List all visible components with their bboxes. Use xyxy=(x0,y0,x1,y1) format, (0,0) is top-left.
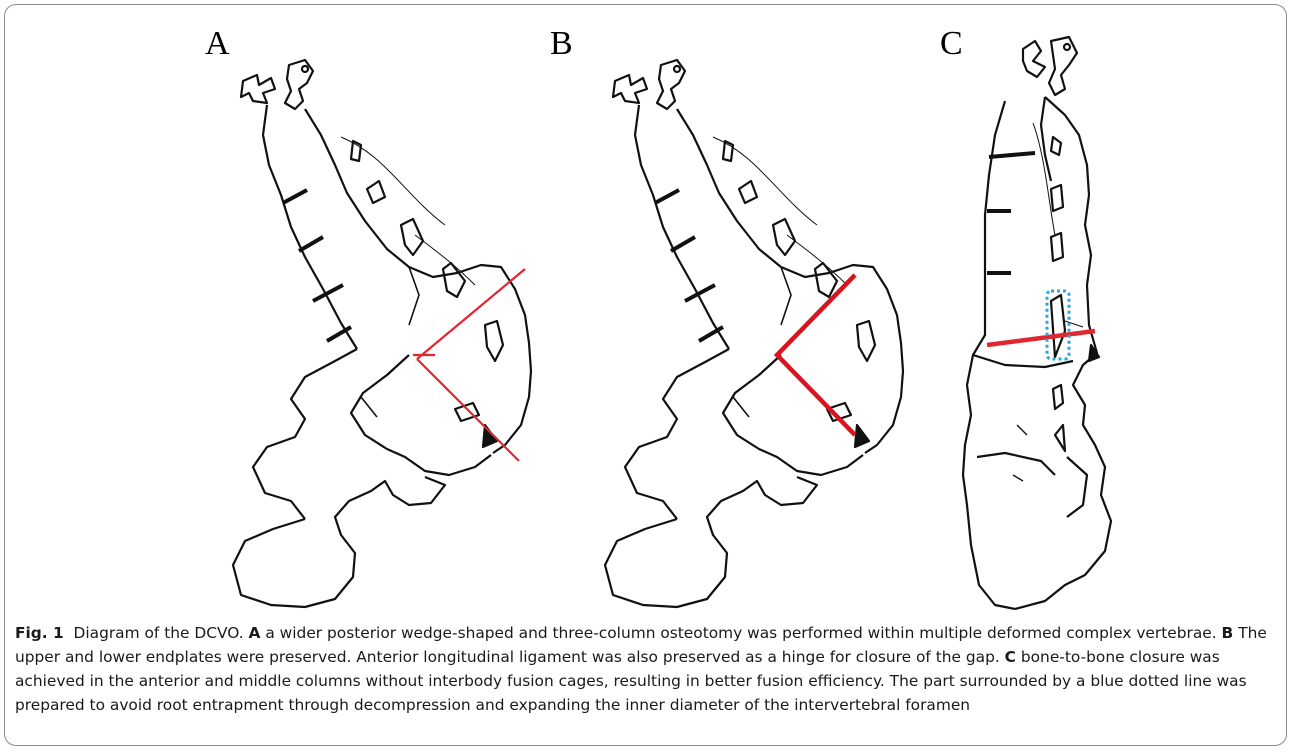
caption-fig-label: Fig. 1 xyxy=(15,624,64,642)
spine-diagram-svg xyxy=(5,5,1285,610)
panel-a-cut-line-upper xyxy=(417,269,525,359)
panel-c-closure-line xyxy=(987,331,1095,345)
panel-b-spine xyxy=(605,60,903,607)
figure-illustration: A B C xyxy=(5,5,1285,610)
figure-caption: Fig. 1 Diagram of the DCVO. A a wider po… xyxy=(15,621,1275,717)
caption-part-a-text: a wider posterior wedge-shaped and three… xyxy=(265,624,1216,642)
caption-part-b-label: B xyxy=(1222,624,1234,642)
figure-frame: A B C xyxy=(4,4,1287,746)
panel-a-cut-line-lower xyxy=(417,359,519,461)
panel-c-spine xyxy=(963,37,1111,609)
caption-part-a-label: A xyxy=(249,624,261,642)
caption-part-c-label: C xyxy=(1005,648,1016,666)
panel-a-spine xyxy=(233,60,531,607)
caption-intro: Diagram of the DCVO. xyxy=(74,624,244,642)
panel-b-wedge-line xyxy=(777,275,855,435)
